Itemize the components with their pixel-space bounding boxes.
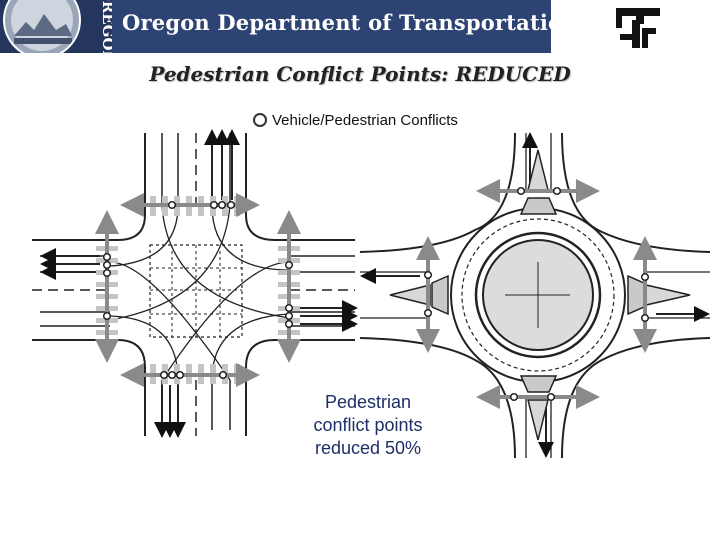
conflict-point-icon — [253, 113, 267, 127]
slide-title: Pedestrian Conflict Points: REDUCED — [149, 62, 571, 86]
seal-text: OREGON — [99, 0, 112, 53]
header-bar: OREGON Oregon Department of Transportati… — [0, 0, 578, 53]
legend-label: Vehicle/Pedestrian Conflicts — [272, 111, 458, 129]
callout-line-2: conflict points — [313, 415, 423, 435]
agency-name: Oregon Department of Transportation — [122, 10, 578, 35]
callout-line-1: Pedestrian — [324, 392, 412, 412]
roundabout — [359, 132, 711, 459]
conflict-points-conventional — [102, 200, 294, 380]
odot-logo-icon — [616, 8, 660, 48]
legend: Vehicle/Pedestrian Conflicts — [253, 108, 458, 132]
callout-line-3: reduced 50% — [314, 438, 422, 458]
state-seal-icon: OREGON — [0, 0, 112, 53]
splitter-islands — [389, 149, 691, 441]
conflict-points-roundabout — [423, 186, 650, 402]
callout-text: Pedestrian conflict points reduced 50% — [283, 391, 453, 460]
